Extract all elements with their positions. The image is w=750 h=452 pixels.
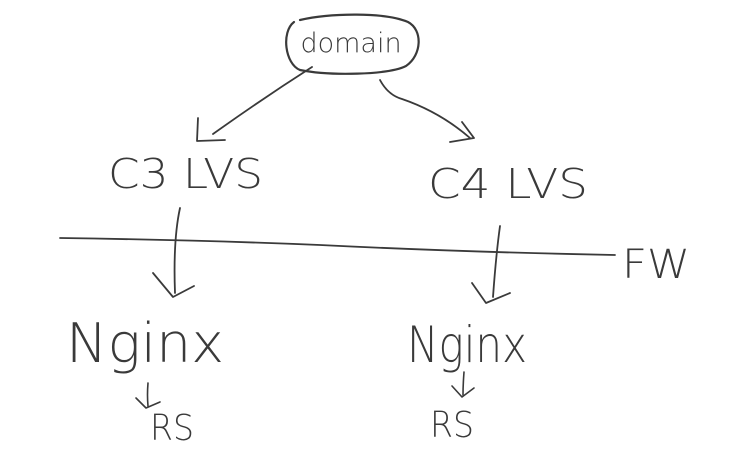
arrow-nginx-left-to-rs <box>135 382 161 409</box>
arrow-domain-to-c3 <box>196 66 313 142</box>
rs-right-label: RS <box>430 405 474 446</box>
nginx-left-label: Nginx <box>66 312 224 375</box>
arrow-nginx-right-to-rs <box>451 371 475 398</box>
firewall-line <box>59 237 616 256</box>
firewall-label: FW <box>622 242 690 288</box>
rs-left-label: RS <box>150 408 194 447</box>
domain-node: domain <box>285 13 420 75</box>
c3-lvs-label: C3 LVS <box>108 150 263 198</box>
arrow-domain-to-c4 <box>379 79 475 143</box>
c4-lvs-label: C4 LVS <box>428 160 588 208</box>
domain-label: domain <box>300 28 401 59</box>
arrow-c3-to-nginx <box>152 207 195 298</box>
arrow-c4-to-nginx <box>471 225 511 304</box>
nginx-right-label: Nginx <box>407 316 527 374</box>
domain-ellipse <box>285 13 420 75</box>
